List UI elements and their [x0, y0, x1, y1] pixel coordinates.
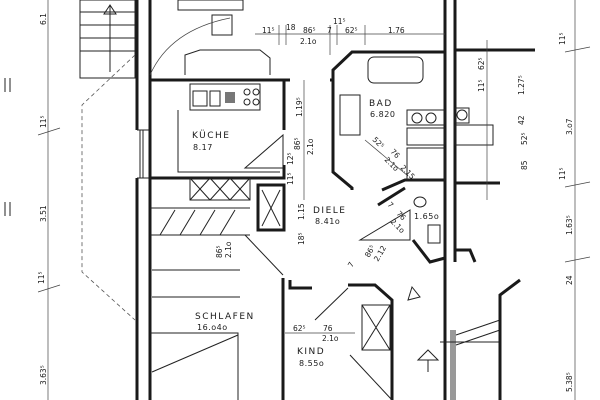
dim-top-3: 2.1o — [300, 37, 317, 46]
exterior-stairs — [416, 278, 521, 400]
dim-bath-door-2: 2.1o — [383, 155, 401, 173]
room-name-schlafen: SCHLAFEN — [195, 312, 255, 322]
room-area-wc: 1.65o — [414, 212, 439, 221]
dim-left-1: 11⁵ — [39, 115, 48, 128]
dim-kitchen-2: 2.1o — [306, 138, 315, 155]
dim-left-0: 6.1 — [39, 13, 48, 25]
dim-wc-door-0: 7 — [386, 200, 396, 210]
room-name-diele: DIELE — [313, 206, 346, 216]
dim-left-4: 3.63⁵ — [39, 365, 48, 385]
dim-right-outer-5: 5.38⁵ — [565, 372, 574, 392]
dim-right-outer-3: 1.63⁵ — [565, 215, 574, 235]
room-name-bad: BAD — [369, 99, 393, 109]
dim-kitchen-3: 12⁵ — [286, 152, 295, 165]
dim-schlafen-door-0: 86⁵ — [215, 245, 224, 258]
closet — [256, 183, 286, 232]
dim-right-outer-1: 3.o7 — [565, 118, 574, 135]
dim-kitchen-4: 11⁵ — [286, 172, 295, 185]
living-room-furniture — [149, 0, 271, 76]
dim-top-1: 18 — [286, 23, 296, 32]
roof-slope-outline — [81, 54, 136, 321]
dim-left-2: 3.51 — [39, 205, 48, 222]
dim-kitchen-1: 86⁵ — [293, 137, 302, 150]
dim-schlafen-door-1: 2.1o — [224, 241, 233, 258]
wc: 1.65o 7 76 2.1o — [377, 186, 446, 264]
dim-kind-door-2: 2.1o — [322, 334, 339, 343]
dim-right-inner-2: 1.27⁵ — [517, 75, 526, 95]
dim-right-inner-5: 85 — [520, 160, 529, 170]
dim-kitchen-6: 18⁵ — [297, 232, 306, 245]
room-area-diele: 8.41o — [315, 217, 340, 226]
room-area-kind: 8.55o — [299, 359, 324, 368]
left-dimension-chain: 6.1 11⁵ 3.51 11⁵ 3.63⁵ — [4, 0, 61, 400]
dim-right-outer-4: 24 — [565, 275, 574, 285]
dim-right-inner-4: 52⁵ — [520, 132, 529, 145]
dim-top-5: 11⁵ — [333, 17, 346, 26]
room-area-schlafen: 16.o4o — [197, 323, 228, 332]
bedroom: SCHLAFEN 16.o4o 86⁵ 2.1o — [150, 207, 285, 400]
dim-diele-door-0: 7 — [346, 260, 356, 269]
dim-right-outer-2: 11⁵ — [558, 167, 567, 180]
room-name-kueche: KÜCHE — [192, 130, 231, 141]
bathroom: BAD 6.820 52⁵ 76 2.1o 2.15 — [330, 50, 446, 192]
dim-top-4: 7 — [327, 26, 332, 35]
right-dimension-chain: 62⁵ 11⁵ 1.27⁵ 42 52⁵ 85 11⁵ 3.o7 11⁵ 1.6… — [477, 0, 591, 400]
dim-kitchen-0: 1.19⁵ — [295, 97, 304, 117]
dim-kind-door-1: 76 — [323, 324, 333, 333]
kitchen-dimensions: 1.19⁵ 86⁵ 2.1o 12⁵ 11⁵ 1.15 18⁵ — [286, 80, 315, 245]
dim-right-inner-3: 42 — [517, 115, 526, 125]
room-area-kueche: 8.17 — [193, 143, 213, 152]
room-area-bad: 6.820 — [370, 110, 395, 119]
dim-top-2: 86⁵ — [303, 26, 316, 35]
dim-top-6: 62⁵ — [345, 26, 358, 35]
top-dimension-chain: 11⁵ 18 86⁵ 2.1o 7 11⁵ 62⁵ 1.76 — [255, 17, 445, 55]
dim-right-inner-0: 62⁵ — [477, 57, 486, 70]
dim-right-inner-1: 11⁵ — [477, 79, 486, 92]
dim-left-3: 11⁵ — [37, 271, 46, 284]
right-walls — [454, 48, 535, 263]
kitchen: KÜCHE 8.17 — [150, 78, 290, 201]
dim-kitchen-5: 1.15 — [297, 203, 306, 220]
hallway: DIELE 8.41o 7 86⁵ 2.12 — [313, 206, 421, 301]
staircase — [79, 0, 136, 79]
dim-wc-door-2: 2.1o — [389, 217, 407, 235]
dim-kind-door-0: 62⁵ — [293, 324, 306, 333]
dim-top-7: 1.76 — [388, 26, 405, 35]
room-name-kind: KIND — [297, 347, 325, 357]
dim-top-0: 11⁵ — [262, 26, 275, 35]
child-room: 62⁵ 76 2.1o KIND 8.55o — [285, 280, 394, 400]
dim-bath-door-0: 52⁵ — [371, 135, 386, 150]
dim-right-outer-0: 11⁵ — [558, 32, 567, 45]
